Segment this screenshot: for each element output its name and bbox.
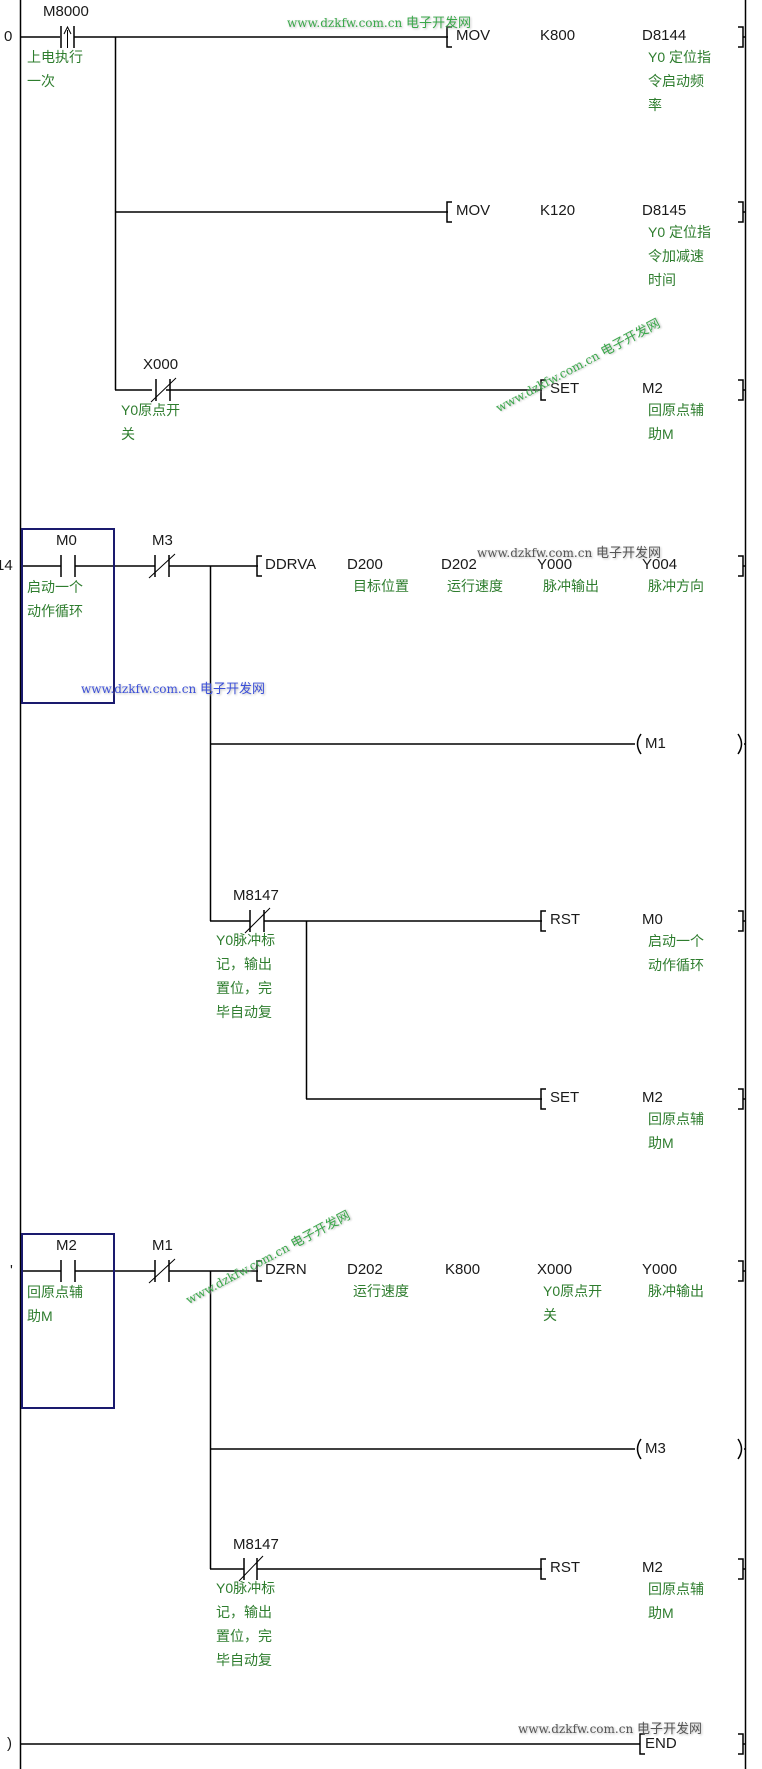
device-comment: 回原点辅 助M: [648, 1111, 704, 1151]
instruction-arg[interactable]: D200: [347, 556, 383, 573]
selection-box-m2[interactable]: [21, 1233, 115, 1409]
watermark-url: www.dzkfw.com.cn: [518, 1722, 634, 1736]
contact-device-label[interactable]: M3: [152, 532, 173, 549]
device-comment: 运行速度: [447, 578, 503, 594]
instruction-op[interactable]: SET: [550, 380, 580, 397]
device-comment: 目标位置: [353, 578, 409, 594]
instruction-op[interactable]: MOV: [456, 27, 491, 44]
step-number: 14: [0, 557, 13, 574]
instruction-arg[interactable]: D202: [347, 1261, 383, 1278]
device-comment: Y0原点开 关: [121, 402, 181, 442]
device-comment: 启动一个 动作循环: [648, 933, 704, 973]
instruction-arg[interactable]: D202: [441, 556, 477, 573]
contact-m0-no: [60, 555, 76, 577]
contact-device-label[interactable]: X000: [143, 356, 179, 373]
watermark: www.dzkfw.com.cn 电子开发网: [518, 1718, 702, 1737]
output-coil-label[interactable]: M1: [645, 735, 666, 752]
instruction-op[interactable]: RST: [550, 911, 580, 928]
watermark: www.dzkfw.com.cn 电子开发网: [81, 678, 265, 697]
contact-device-label[interactable]: M8147: [233, 1536, 279, 1553]
device-comment: 回原点辅 助M: [648, 1581, 704, 1621]
contact-m8000-rising-edge: [60, 25, 75, 48]
watermark: www.dzkfw.com.cn 电子开发网: [477, 542, 661, 561]
instruction-arg[interactable]: D8144: [642, 27, 687, 44]
instruction-op[interactable]: SET: [550, 1089, 580, 1106]
instruction-arg[interactable]: M2: [642, 1089, 663, 1106]
device-comment: 脉冲输出: [648, 1283, 704, 1299]
device-comment: Y0脉冲标 记，输出 置位，完 毕自动复: [216, 932, 276, 1020]
instruction-arg[interactable]: M0: [642, 911, 663, 928]
instruction-arg[interactable]: Y000: [537, 556, 573, 573]
watermark-site: 电子开发网: [406, 16, 472, 31]
watermark-site: 电子开发网: [637, 1722, 703, 1737]
instruction-arg[interactable]: Y004: [642, 556, 678, 573]
watermark-url: www.dzkfw.com.cn: [81, 682, 197, 696]
device-comment: Y0 定位指 令加减速 时间: [648, 224, 712, 288]
device-comment: 脉冲方向: [648, 578, 704, 594]
contact-device-label[interactable]: M2: [56, 1237, 77, 1254]
device-comment: 脉冲输出: [543, 578, 599, 594]
step-number: ): [7, 1735, 12, 1752]
device-comment: 回原点辅 助M: [648, 402, 704, 442]
output-coil-label[interactable]: M3: [645, 1440, 666, 1457]
instruction-op[interactable]: DZRN: [265, 1261, 307, 1278]
contact-device-label[interactable]: M8147: [233, 887, 279, 904]
instruction-arg[interactable]: K800: [540, 27, 576, 44]
device-comment: 运行速度: [353, 1283, 409, 1299]
watermark-url: www.dzkfw.com.cn: [287, 16, 403, 30]
device-comment: 上电执行 一次: [27, 49, 83, 89]
instruction-arg[interactable]: K120: [540, 202, 576, 219]
contact-m8147-nc: [244, 907, 271, 934]
watermark-site: 电子开发网: [200, 682, 266, 697]
watermark-site: 电子开发网: [596, 546, 662, 561]
watermark-url: www.dzkfw.com.cn: [477, 546, 593, 560]
contact-m8147-nc-2: [238, 1555, 264, 1582]
contact-m2-no: [60, 1260, 76, 1282]
device-comment: Y0脉冲标 记，输出 置位，完 毕自动复: [216, 1580, 276, 1668]
contact-device-label[interactable]: M8000: [43, 3, 89, 20]
instruction-arg[interactable]: X000: [537, 1261, 573, 1278]
instruction-arg[interactable]: K800: [445, 1261, 481, 1278]
instruction-op[interactable]: MOV: [456, 202, 491, 219]
contact-device-label[interactable]: M0: [56, 532, 77, 549]
step-number: 0: [4, 28, 13, 45]
watermark: www.dzkfw.com.cn 电子开发网: [287, 12, 471, 31]
contact-m3-nc: [148, 553, 176, 579]
device-comment: Y0原点开 关: [543, 1283, 603, 1323]
instruction-arg[interactable]: M2: [642, 380, 663, 397]
instruction-op[interactable]: DDRVA: [265, 556, 317, 573]
instruction-arg[interactable]: Y000: [642, 1261, 678, 1278]
instruction-op[interactable]: RST: [550, 1559, 580, 1576]
instruction-arg[interactable]: D8145: [642, 202, 687, 219]
selection-box-m0[interactable]: [21, 528, 115, 704]
device-comment: Y0 定位指 令启动频 率: [648, 49, 712, 113]
end-instruction[interactable]: END: [645, 1735, 677, 1752]
step-number: ': [10, 1262, 13, 1279]
contact-device-label[interactable]: M1: [152, 1237, 173, 1254]
device-comment: 启动一个 动作循环: [27, 579, 83, 619]
contact-x000-nc: [150, 377, 177, 403]
instruction-arg[interactable]: M2: [642, 1559, 663, 1576]
device-comment: 回原点辅 助M: [27, 1284, 83, 1324]
contact-m1-nc: [148, 1258, 176, 1284]
